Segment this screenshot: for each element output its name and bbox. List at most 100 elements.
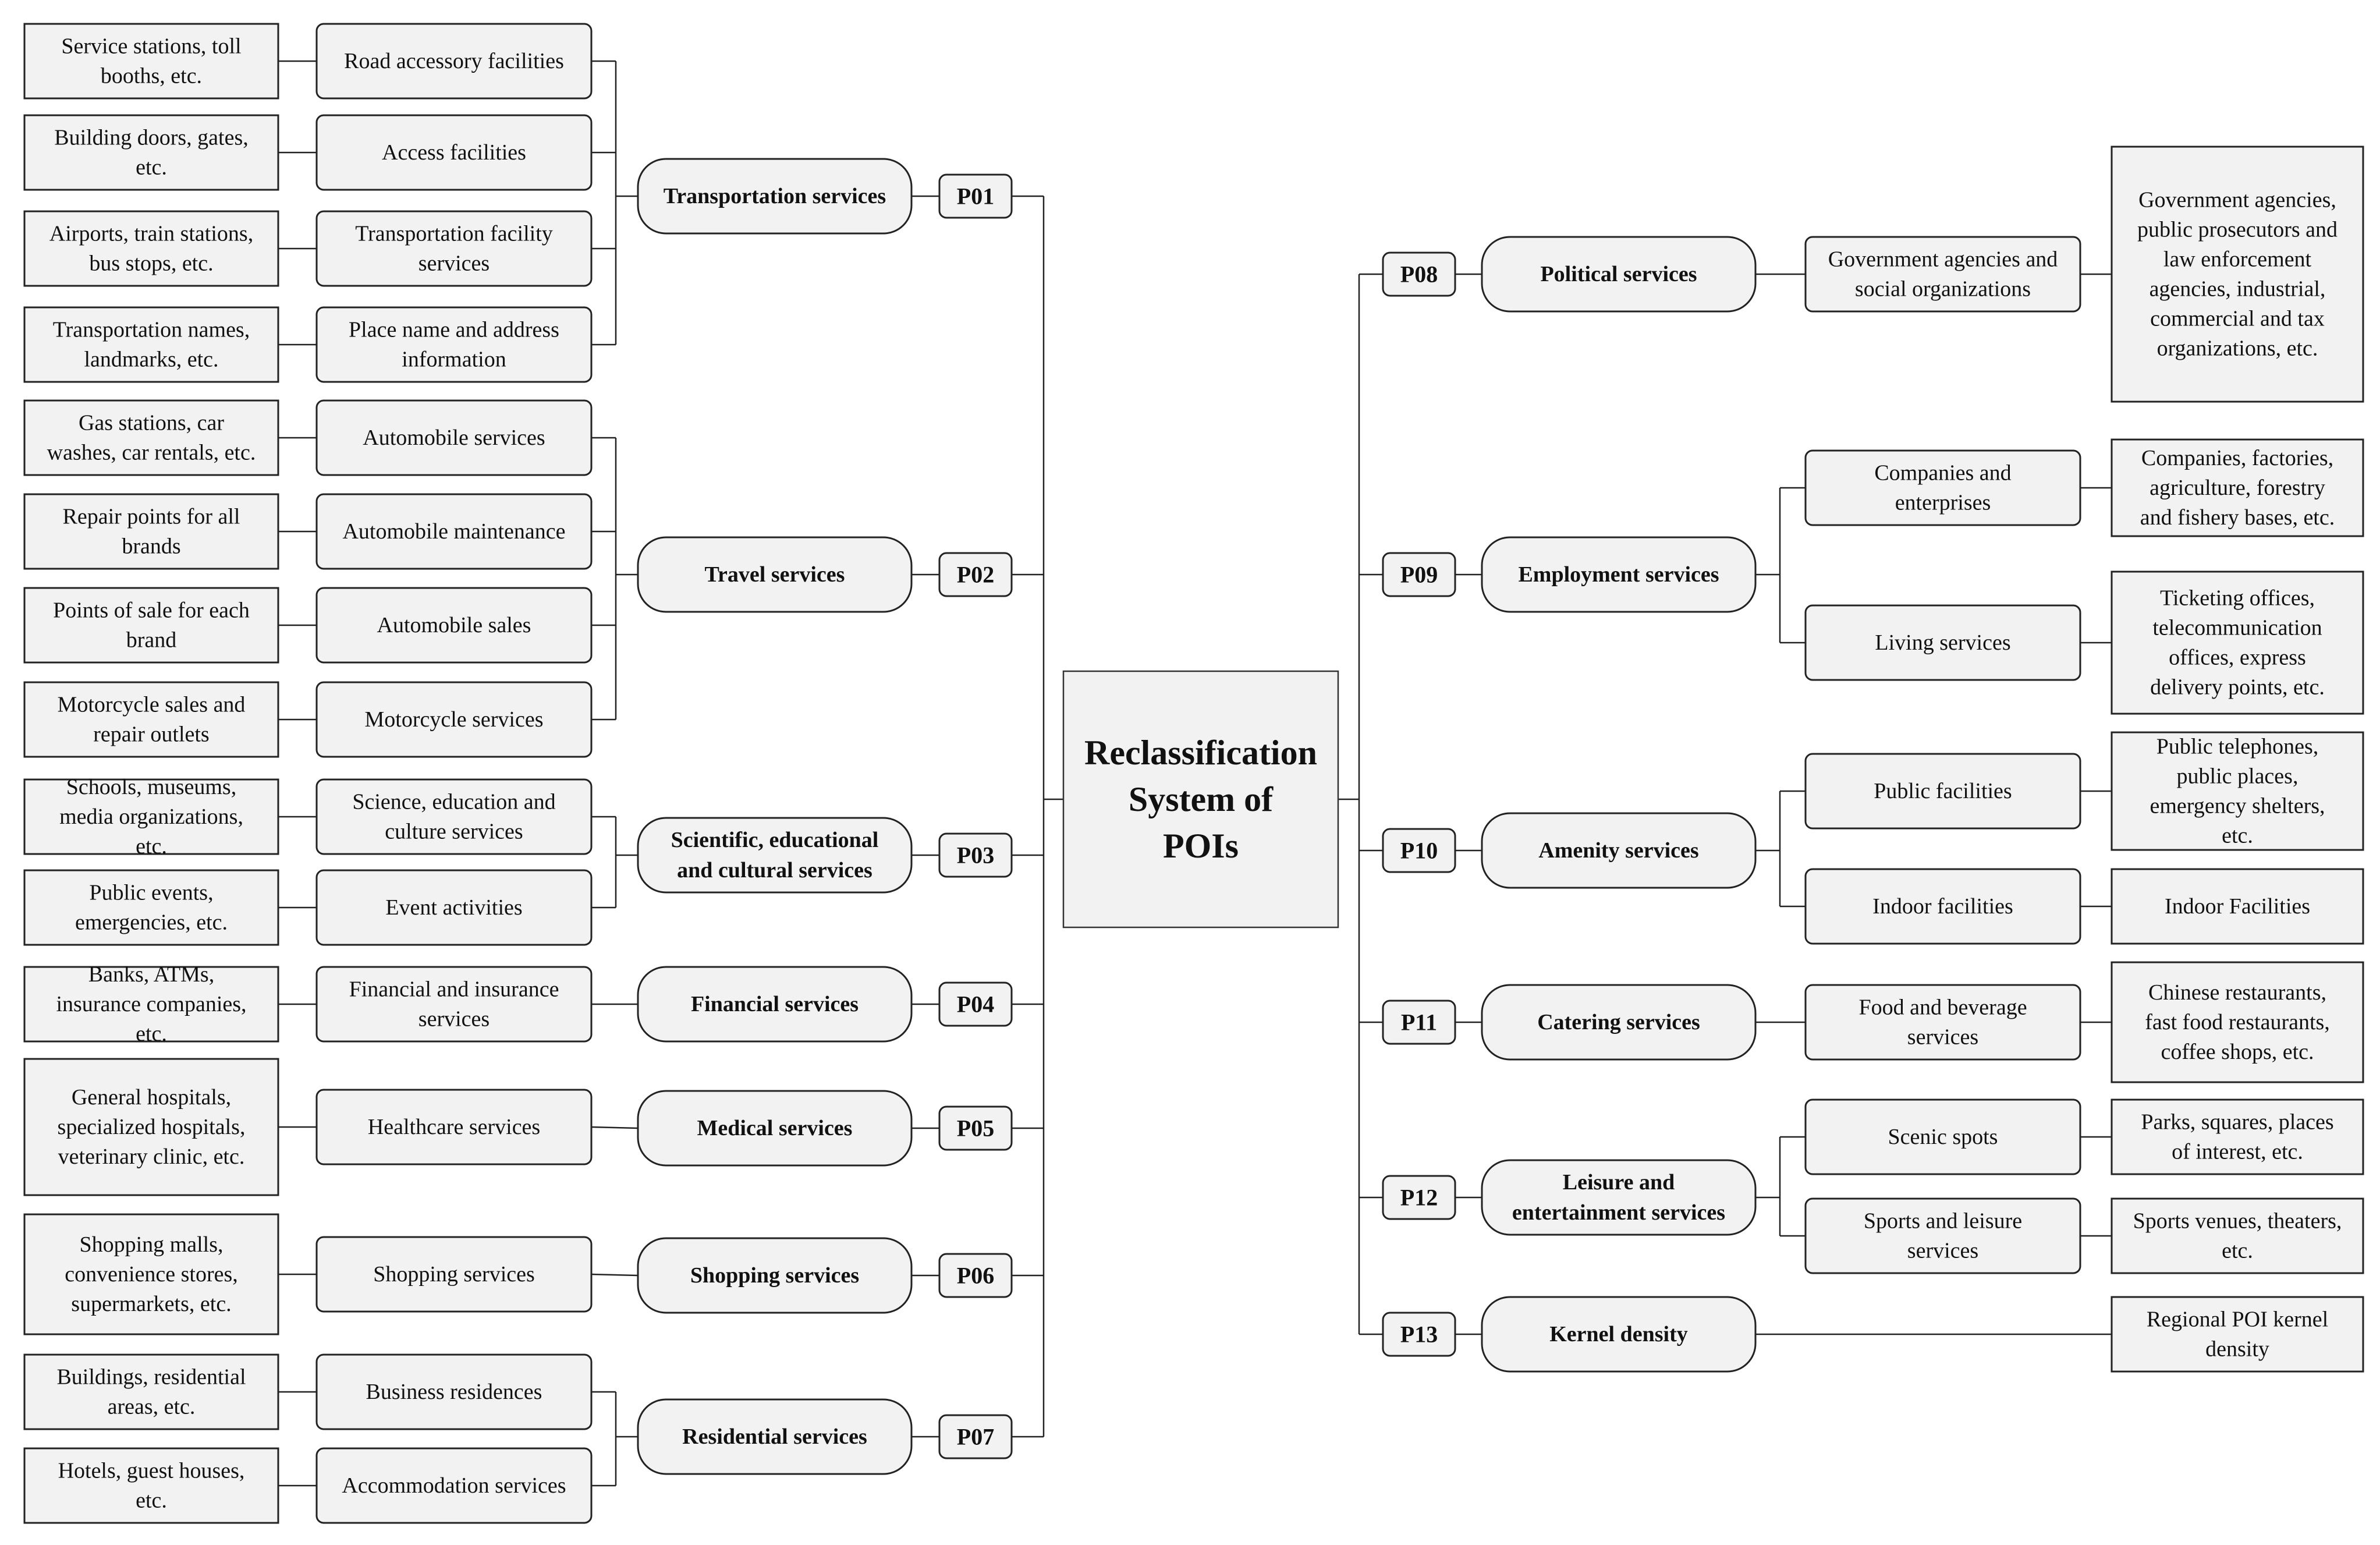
code-p09: P09	[1382, 552, 1456, 597]
example-box-frame	[23, 23, 279, 100]
example-box-text: Public events,	[89, 881, 213, 905]
subcategory-box: Automobile services	[315, 399, 593, 476]
code-p11-label: P11	[1401, 1009, 1437, 1036]
subcategory-box-frame	[315, 966, 593, 1043]
subcategory-box: Automobile sales	[315, 587, 593, 664]
example-box: Ticketing offices,telecommunicationoffic…	[2111, 570, 2364, 715]
example-box-frame	[2111, 731, 2364, 851]
category-box: Transportation services	[637, 158, 913, 235]
subcategory-box-frame	[1804, 236, 2081, 313]
example-box-text: veterinary clinic, etc.	[58, 1144, 245, 1169]
code-p09-label: P09	[1400, 562, 1438, 588]
example-box-text: etc.	[136, 1022, 167, 1046]
subcategory-box-text: Sports and leisure	[1864, 1209, 2022, 1234]
example-box-text: of interest, etc.	[2172, 1140, 2303, 1164]
subcategory-box: Scenic spots	[1804, 1098, 2081, 1175]
code-p12-frame	[1382, 1175, 1456, 1220]
example-box-text: convenience stores,	[65, 1262, 238, 1287]
code-p08: P08	[1382, 251, 1456, 297]
example-box-frame	[2111, 438, 2364, 537]
example-box: Indoor Facilities	[2111, 868, 2364, 945]
subcategory-box-frame	[315, 778, 593, 855]
category-box-text: and cultural services	[677, 858, 872, 883]
category-box-frame	[1481, 812, 1757, 889]
subcategory-box-frame	[315, 587, 593, 664]
connector-lines	[278, 60, 2112, 1487]
code-p10-frame	[1382, 828, 1456, 873]
example-box: Shopping malls,convenience stores,superm…	[23, 1213, 279, 1335]
example-box-text: organizations, etc.	[2157, 336, 2318, 361]
code-p07-frame	[938, 1414, 1013, 1459]
example-box-text: media organizations,	[59, 805, 243, 829]
example-box: Sports venues, theaters,etc.	[2111, 1197, 2364, 1274]
subcategory-box-frame	[1804, 1098, 2081, 1175]
category-box: Amenity services	[1481, 812, 1757, 889]
subcategory-box: Healthcare services	[315, 1089, 593, 1165]
example-box: Chinese restaurants,fast food restaurant…	[2111, 961, 2364, 1083]
example-box-text: Buildings, residential	[56, 1365, 246, 1390]
subcategory-box-text: Transportation facility	[355, 222, 553, 246]
subcategory-box: Shopping services	[315, 1236, 593, 1313]
example-box-text: specialized hospitals,	[58, 1115, 246, 1139]
category-box: Residential services	[637, 1398, 913, 1475]
code-p05-label: P05	[957, 1115, 994, 1142]
center-title-frame	[1062, 670, 1339, 929]
category-box-frame	[637, 536, 913, 613]
example-box: Public events,emergencies, etc.	[23, 869, 279, 946]
subcategory-box-text: Public facilities	[1874, 779, 2012, 803]
subcategory-connector	[591, 1273, 639, 1277]
subcategory-box: Indoor facilities	[1804, 868, 2081, 945]
subcategory-box-frame	[315, 681, 593, 758]
code-p10-label: P10	[1400, 838, 1438, 864]
subcategory-box: Living services	[1804, 604, 2081, 681]
example-box-frame	[23, 966, 279, 1043]
category-box-text: Travel services	[705, 562, 845, 587]
example-box: Banks, ATMs,insurance companies,etc.	[23, 962, 279, 1046]
subcategory-box-frame	[315, 114, 593, 191]
example-box-text: Service stations, toll	[61, 34, 241, 59]
example-box: Government agencies,public prosecutors a…	[2111, 146, 2364, 403]
center-title-line: System of	[1129, 780, 1274, 818]
example-box-frame	[23, 210, 279, 287]
example-box-text: Airports, train stations,	[49, 222, 253, 246]
subcategory-box-text: social organizations	[1855, 277, 2031, 302]
example-box-frame	[23, 399, 279, 476]
code-p13: P13	[1382, 1312, 1456, 1357]
subcategory-box-frame	[1804, 868, 2081, 945]
category-box-text: Shopping services	[690, 1263, 859, 1288]
code-p05: P05	[938, 1105, 1013, 1151]
example-box-text: Motorcycle sales and	[58, 693, 246, 717]
subcategory-box-text: Scenic spots	[1888, 1125, 1998, 1149]
category-box-text: Residential services	[682, 1424, 867, 1449]
code-p12-label: P12	[1400, 1185, 1438, 1211]
example-box-text: Building doors, gates,	[54, 126, 249, 150]
example-box-text: coffee shops, etc.	[2161, 1040, 2314, 1064]
example-box-text: etc.	[2222, 824, 2253, 848]
example-box-text: density	[2205, 1337, 2269, 1362]
category-box-frame	[637, 1237, 913, 1314]
subcategory-box: Access facilities	[315, 114, 593, 191]
code-p03: P03	[938, 832, 1013, 878]
example-box-frame	[23, 1058, 279, 1196]
center-title-line: Reclassification	[1084, 733, 1317, 772]
subcategory-box-text: Food and beverage	[1858, 995, 2027, 1020]
category-box-frame	[637, 966, 913, 1043]
example-box-text: telecommunication	[2152, 616, 2322, 640]
example-box-frame	[23, 587, 279, 664]
code-p07-label: P07	[957, 1424, 994, 1450]
subcategory-box-frame	[315, 1353, 593, 1430]
subcategory-box-text: services	[418, 251, 490, 276]
subcategory-box-text: Motorcycle services	[364, 707, 543, 732]
example-box-text: Indoor Facilities	[2165, 894, 2310, 919]
subcategory-box-text: Automobile sales	[377, 613, 531, 637]
code-p01-label: P01	[957, 183, 994, 210]
example-box-frame	[23, 681, 279, 758]
subcategory-box: Road accessory facilities	[315, 23, 593, 100]
